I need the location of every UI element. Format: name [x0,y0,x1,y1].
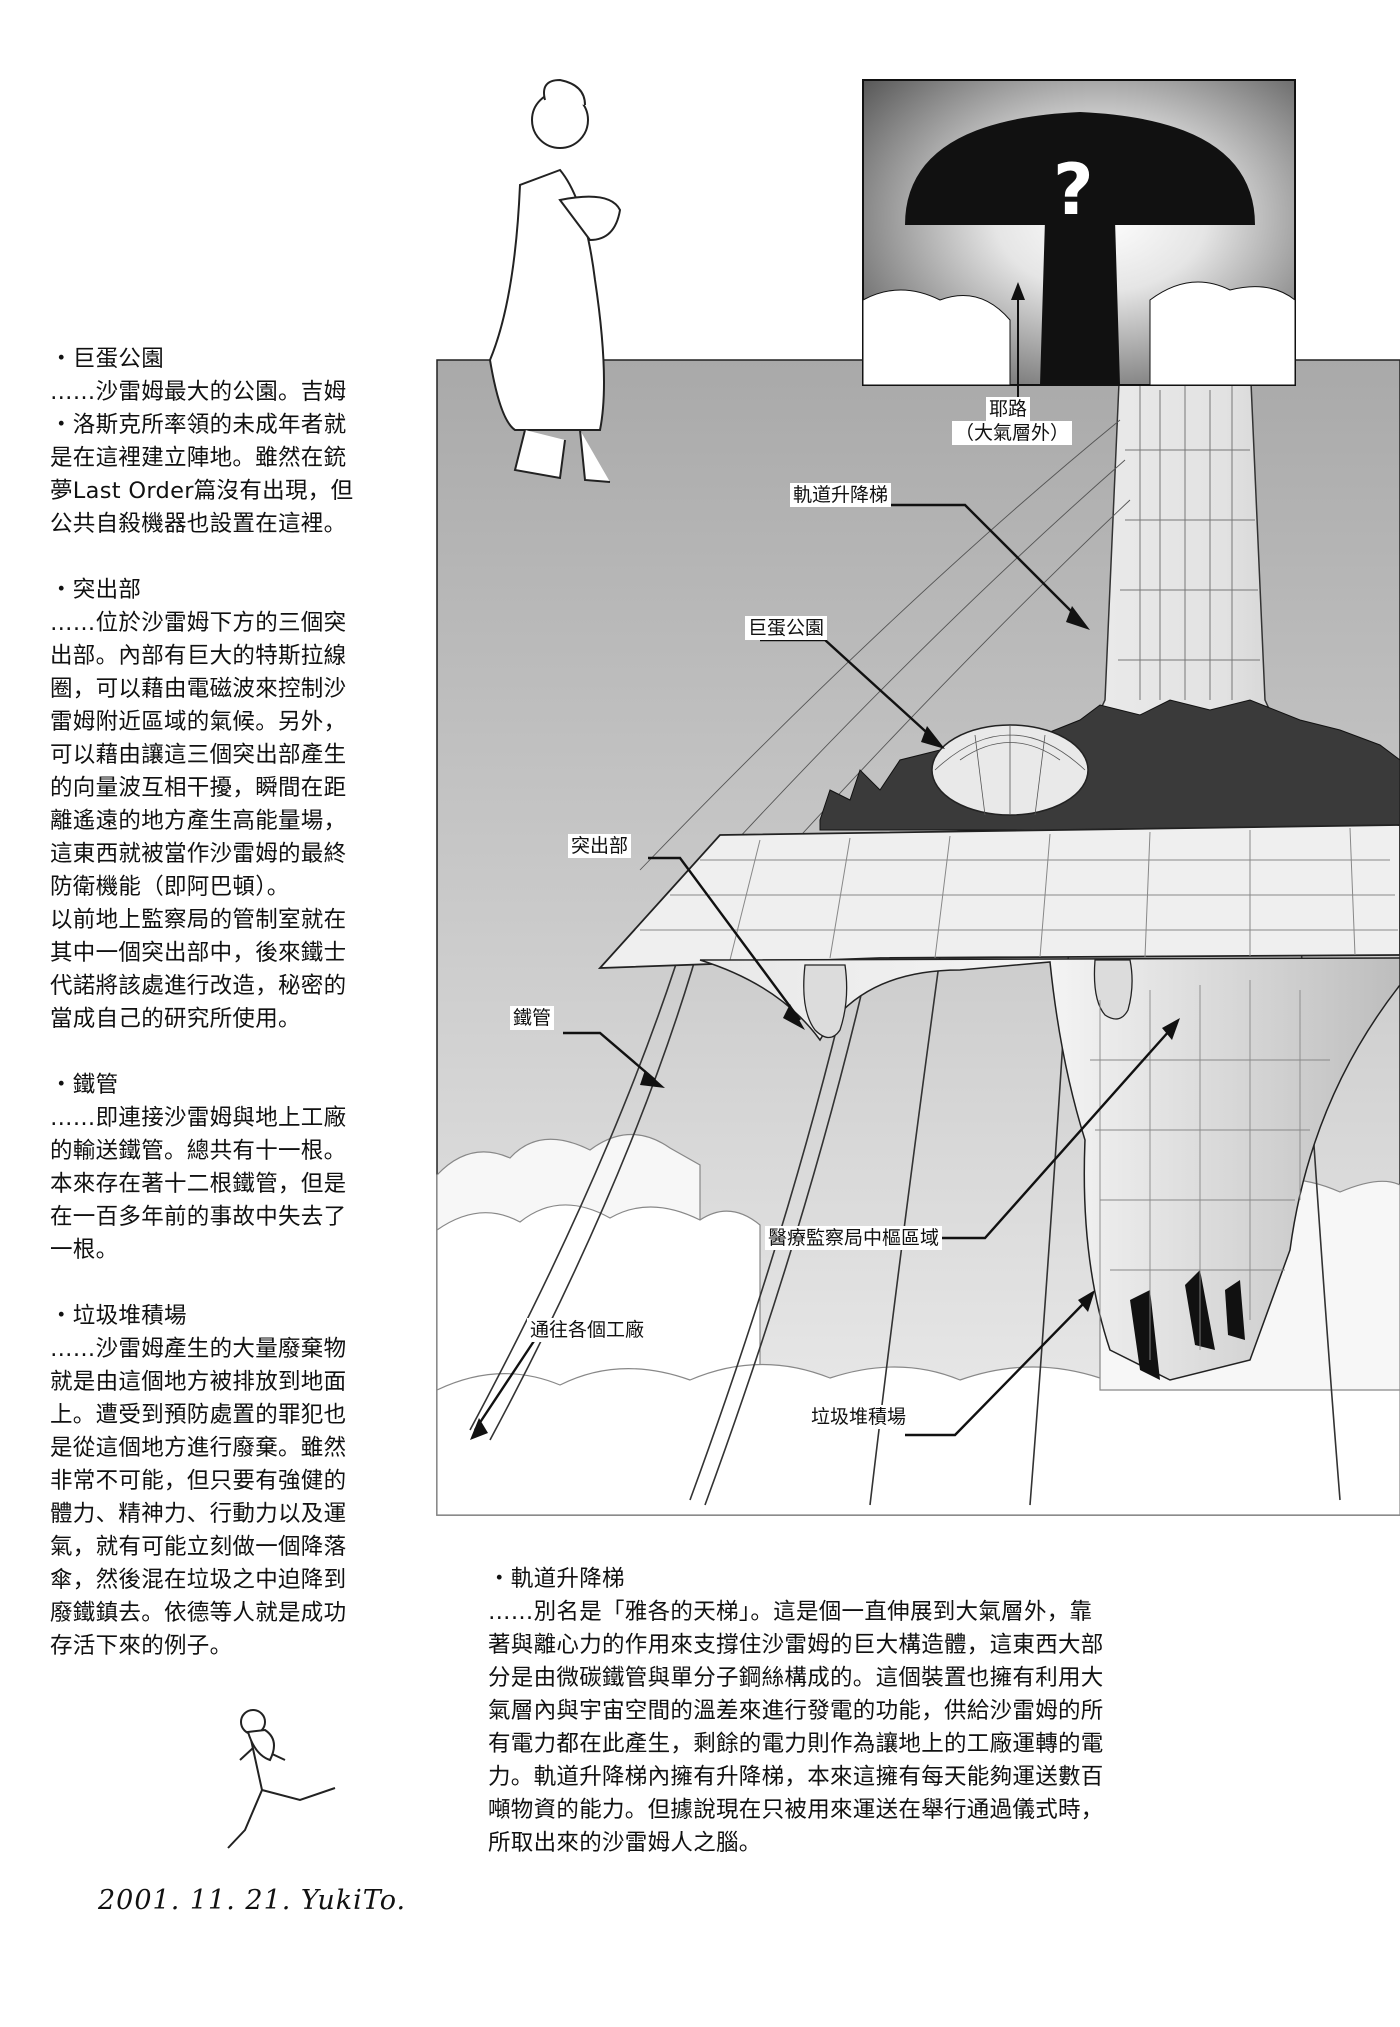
label-dump: 垃圾堆積場 [808,1405,910,1429]
section-body: ……沙雷姆產生的大量廢棄物 就是由這個地方被排放到地面 上。遭受到預防處置的罪犯… [50,1336,347,1659]
platform [597,824,1400,969]
section-pipe: ・鐵管 ……即連接沙雷姆與地上工廠 的輸送鐵管。總共有十一根。 本來存在著十二根… [50,1069,410,1267]
label-pipe-text: 鐵管 [513,1007,552,1029]
jerusalem-silhouette [905,112,1255,385]
label-question-mark: ? [1050,150,1097,230]
tethers [639,419,1131,881]
section-body: ……沙雷姆最大的公園。吉姆 ・洛斯克所率領的未成年者就 是在這裡建立陣地。雖然在… [50,379,354,537]
section-body: ……別名是「雅各的天梯」。這是個一直伸展到大氣層外，靠 著與離心力的作用來支撐住… [488,1599,1104,1856]
label-jerusalem-text: 耶路 [989,398,1028,420]
bottom-section-elevator: ・軌道升降梯 ……別名是「雅各的天梯」。這是個一直伸展到大氣層外，靠 著與離心力… [488,1563,1233,1860]
space-clouds [862,281,1296,386]
section-protrusion: ・突出部 ……位於沙雷姆下方的三個突 出部。內部有巨大的特斯拉線 圈，可以藉由電… [50,574,410,1036]
tower-detail [1118,380,1260,700]
running-figure [227,1709,336,1849]
section-body: ……位於沙雷姆下方的三個突 出部。內部有巨大的特斯拉線 圈，可以藉由電磁波來控制… [50,610,347,1032]
pointer-arrows [473,503,1171,1437]
label-jerusalem: 耶路 [986,397,1031,421]
label-jerusalem-sub: （大氣層外） [952,421,1073,445]
label-dump-text: 垃圾堆積場 [811,1406,907,1428]
label-orbital-elevator: 軌道升降梯 [790,483,892,507]
underside [699,957,1400,1381]
protrusion-2 [1093,959,1133,1020]
label-dome-park-text: 巨蛋公園 [748,617,825,639]
label-medical-hub: 醫療監察局中樞區域 [765,1226,943,1250]
label-pipe: 鐵管 [510,1006,555,1030]
section-body: ……即連接沙雷姆與地上工廠 的輸送鐵管。總共有十一根。 本來存在著十二根鐵管，但… [50,1105,347,1263]
label-dome-park: 巨蛋公園 [745,616,828,640]
section-heading: ・突出部 [50,577,142,603]
section-heading: ・垃圾堆積場 [50,1303,187,1329]
section-heading: ・軌道升降梯 [488,1566,625,1592]
label-question-mark-text: ? [1053,149,1094,231]
section-heading: ・巨蛋公園 [50,346,165,372]
section-dump: ・垃圾堆積場 ……沙雷姆產生的大量廢棄物 就是由這個地方被排放到地面 上。遭受到… [50,1300,410,1663]
old-man-figure [488,78,622,483]
pipes [469,919,1341,1506]
label-protrusion-text: 突出部 [571,835,629,857]
label-factories: 通往各個工廠 [527,1318,648,1342]
label-orbital-elevator-text: 軌道升降梯 [793,484,889,506]
label-jerusalem-sub-text: （大氣層外） [955,422,1070,444]
author-signature: 2001. 11. 21. YukiTo. [98,1885,407,1916]
section-heading: ・鐵管 [50,1072,119,1098]
label-medical-hub-text: 醫療監察局中樞區域 [768,1227,940,1249]
left-column: ・巨蛋公園 ……沙雷姆最大的公園。吉姆 ・洛斯克所率領的未成年者就 是在這裡建立… [50,343,410,1696]
label-factories-text: 通往各個工廠 [530,1319,645,1341]
protrusion-1 [803,964,848,1039]
section-dome-park: ・巨蛋公園 ……沙雷姆最大的公園。吉姆 ・洛斯克所率領的未成年者就 是在這裡建立… [50,343,410,541]
label-protrusion: 突出部 [568,834,632,858]
